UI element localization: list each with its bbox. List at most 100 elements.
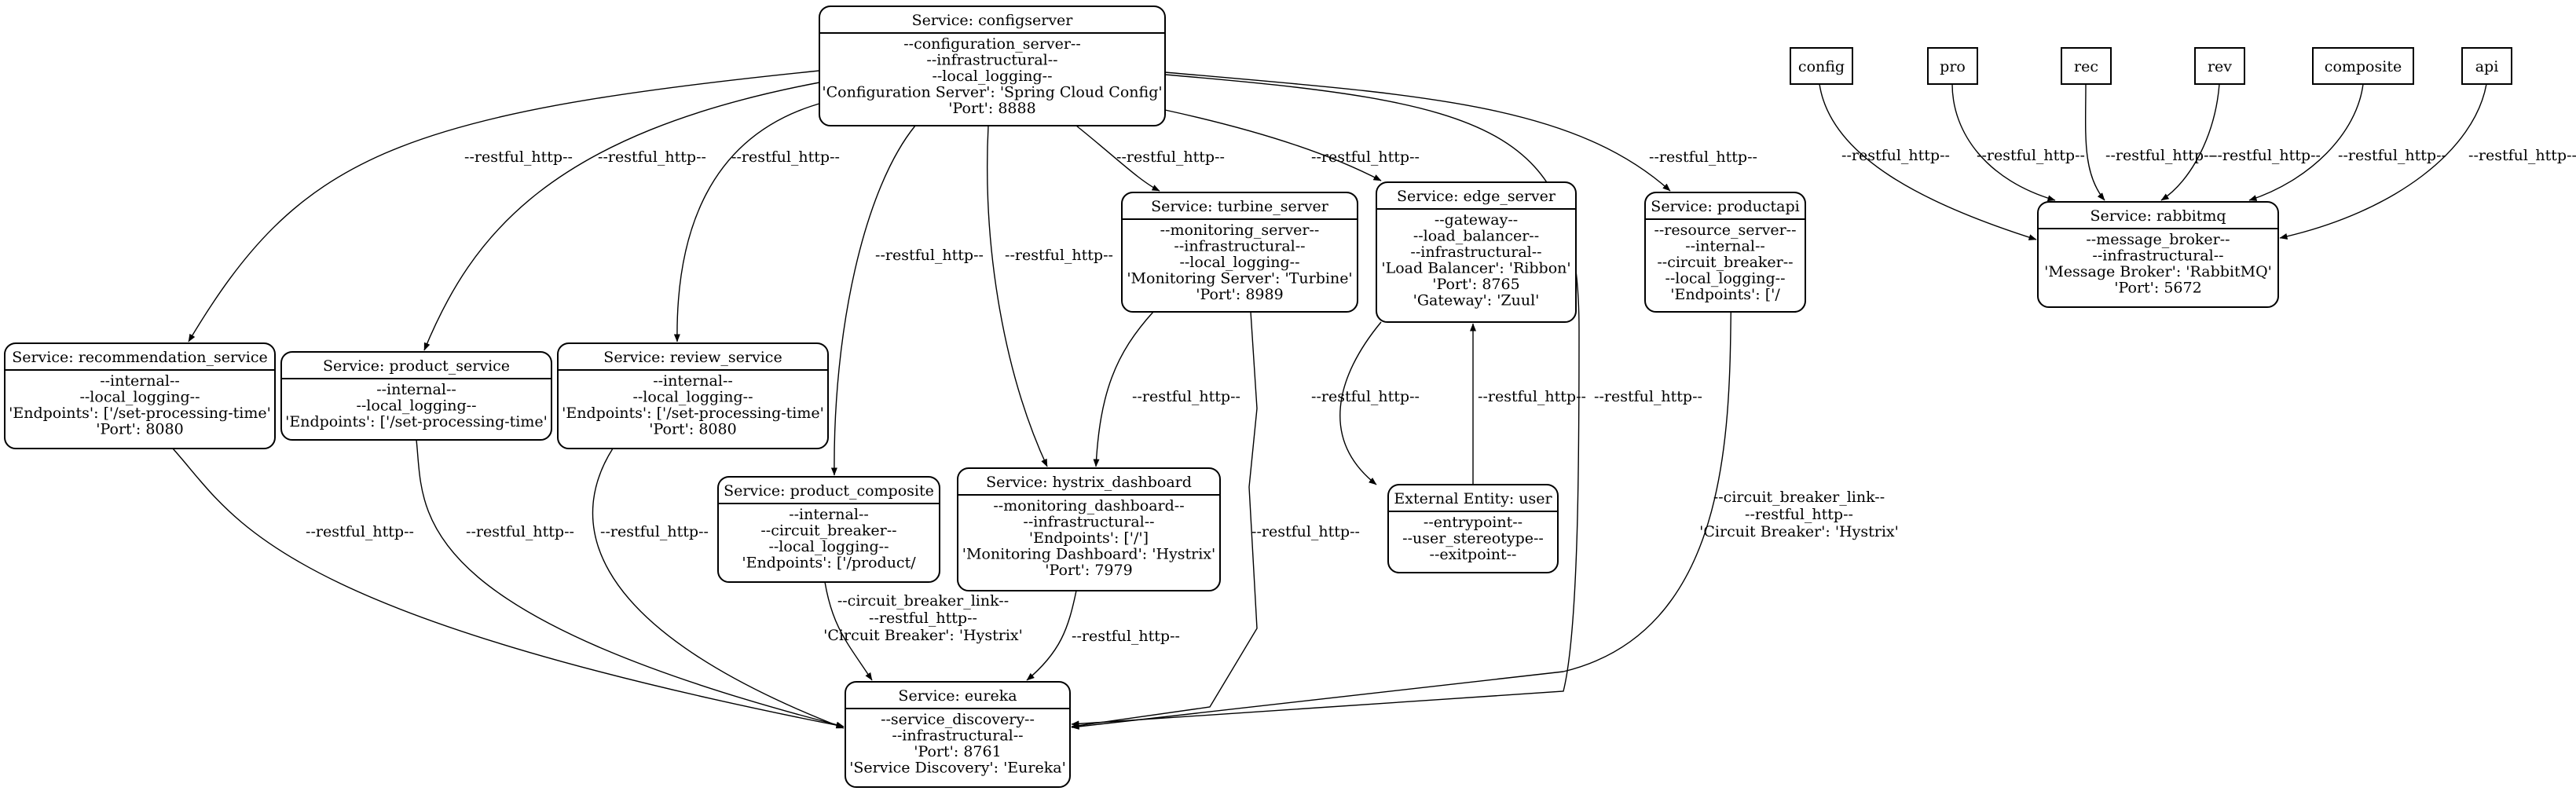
node-attribute: 'Load Balancer': 'Ribbon': [1381, 260, 1570, 277]
node-hystrix-dashboard: Service: hystrix_dashboard --monitoring_d…: [957, 467, 1221, 591]
edge-configserver-to-product_composite: --restful_http--: [830, 125, 984, 476]
edge-label: --restful_http--: [1977, 147, 2085, 164]
node-productapi: Service: productapi --resource_server----…: [1644, 192, 1806, 313]
edge-label: --restful_http--: [1005, 247, 1113, 264]
node-attribute: --user_stereotype--: [1402, 530, 1544, 547]
node-title: Service: hystrix_dashboard: [986, 474, 1192, 491]
node-attribute: --infrastructural--: [926, 52, 1057, 69]
edge-arrow: [592, 448, 845, 729]
node-api: api: [2461, 47, 2512, 85]
node-attribute: --internal--: [1685, 238, 1765, 255]
node-configserver: Service: configserver --configuration_ser…: [819, 5, 1166, 126]
node-box: [2194, 47, 2245, 85]
node-title: rec: [2074, 58, 2098, 75]
edge-rec-to-rabbitmq: --restful_http--: [2084, 83, 2214, 201]
node-title: Service: configserver: [912, 12, 1074, 29]
node-rabbitmq: Service: rabbitmq --message_broker----inf…: [2037, 201, 2279, 308]
edge-arrow: [1075, 125, 1160, 192]
edge-arrow: [830, 125, 916, 476]
node-attribute: --configuration_server--: [903, 35, 1081, 53]
node-attribute: --local_logging--: [932, 68, 1052, 85]
node-attribute: --resource_server--: [1654, 222, 1796, 239]
edge-arrow: [423, 82, 820, 351]
node-attribute: --gateway--: [1435, 211, 1518, 229]
edge-review_service-to-eureka: --restful_http--: [592, 448, 845, 729]
node-pro: pro: [1927, 47, 1978, 85]
edge-configserver-to-recommendation_service: --restful_http--: [188, 70, 820, 342]
edge-arrow: [172, 448, 845, 729]
edge-label: --restful_http--: [1594, 388, 1702, 405]
node-title: Service: productapi: [1651, 198, 1799, 215]
node-title: config: [1798, 58, 1845, 75]
node-attribute: --local_logging--: [632, 389, 753, 406]
node-attribute: --load_balancer--: [1413, 228, 1539, 245]
edge-configserver-to-turbine_server: --restful_http--: [1075, 125, 1225, 192]
edge-label: --restful_http--: [1478, 388, 1586, 405]
node-box: [2461, 47, 2512, 85]
edge-label: --restful_http--: [1116, 148, 1225, 166]
edge-arrow: [824, 581, 873, 681]
node-attribute: 'Port': 8080: [96, 421, 183, 438]
edge-label: --circuit_breaker_link--: [837, 592, 1009, 610]
node-composite: composite: [2312, 47, 2414, 85]
node-eureka: Service: eureka --service_discovery----in…: [845, 681, 1071, 788]
node-box: [1376, 181, 1577, 323]
edge-config-to-rabbitmq: --restful_http--: [1819, 83, 2037, 240]
edge-label: 'Circuit Breaker': 'Hystrix': [1699, 523, 1899, 540]
node-attribute: --monitoring_dashboard--: [993, 497, 1184, 515]
edge-arrow: [2279, 83, 2487, 240]
edge-configserver-to-edge_server: --restful_http--: [1164, 109, 1420, 181]
edge-label: --restful_http--: [1251, 523, 1360, 540]
edges-layer: --restful_http----restful_http----restfu…: [172, 70, 2576, 730]
node-box: [280, 351, 552, 441]
node-attribute: 'Monitoring Server': 'Turbine': [1127, 270, 1352, 287]
node-attribute: --internal--: [789, 506, 869, 523]
node-attribute: --local_logging--: [1179, 254, 1299, 271]
node-box: [1644, 192, 1806, 313]
edge-arrow: [1026, 590, 1077, 681]
node-attribute: --local_logging--: [356, 397, 476, 415]
edge-arrow: [416, 439, 845, 728]
node-user: External Entity: user--entrypoint----use…: [1387, 484, 1559, 573]
node-attribute: --message_broker--: [2086, 231, 2230, 248]
node-attribute: 'Port': 8765: [1432, 276, 1519, 293]
node-attribute: 'Service Discovery': 'Eureka': [849, 760, 1066, 777]
edge-label: --restful_http--: [1311, 148, 1420, 166]
node-title: Service: turbine_server: [1151, 198, 1329, 215]
edge-hystrix_dashboard-to-eureka: --restful_http--: [1026, 590, 1180, 681]
edge-arrow: [1071, 74, 1580, 727]
node-rev: rev: [2194, 47, 2245, 85]
node-attribute: 'Gateway': 'Zuul': [1413, 292, 1540, 309]
edge-label: --restful_http--: [2338, 147, 2446, 164]
node-config: config: [1790, 47, 1853, 85]
node-attribute: --service_discovery--: [881, 711, 1035, 728]
edge-arrow: [2084, 83, 2105, 201]
node-recommendation-service: Service: recommendation_service--interna…: [4, 342, 276, 449]
edge-arrow: [1951, 83, 2056, 202]
edge-label: --restful_http--: [1841, 147, 1950, 164]
edge-configserver-to-eureka: --restful_http--: [1071, 74, 1702, 727]
edge-label: 'Circuit Breaker': 'Hystrix': [823, 627, 1023, 644]
node-attribute: --infrastructural--: [2092, 247, 2223, 265]
node-title: Service: rabbitmq: [2090, 207, 2226, 225]
node-attribute: --infrastructural--: [1174, 238, 1305, 255]
edge-rev-to-rabbitmq: --restful_http--: [2160, 83, 2321, 201]
node-turbine-server: Service: turbine_server--monitoring_serv…: [1121, 192, 1358, 313]
node-box: [819, 5, 1166, 126]
node-attribute: --infrastructural--: [892, 727, 1023, 745]
edge-label: --restful_http--: [875, 247, 984, 264]
node-attribute: 'Message Broker': 'RabbitMQ': [2044, 263, 2272, 280]
node-title: Service: eureka: [898, 687, 1017, 705]
edge-label: --circuit_breaker_link--: [1713, 489, 1885, 506]
edge-recommendation_service-to-eureka: --restful_http--: [172, 448, 845, 729]
edge-label: --restful_http--: [1132, 388, 1240, 405]
edge-arrow: [673, 101, 826, 342]
node-edge-server: Service: edge_server--gateway----load_ba…: [1376, 181, 1577, 323]
edge-label: --restful_http--: [598, 148, 706, 166]
edge-label: --restful_http--: [600, 523, 709, 540]
edge-product_composite-to-eureka: --circuit_breaker_link----restful_http--…: [823, 581, 1023, 681]
edge-configserver-to-productapi: --restful_http--: [1164, 71, 1757, 192]
node-attribute: 'Port': 8080: [649, 421, 736, 438]
node-box: [1121, 192, 1358, 313]
node-attribute: 'Endpoints': ['/set-processing-time': [562, 405, 824, 422]
